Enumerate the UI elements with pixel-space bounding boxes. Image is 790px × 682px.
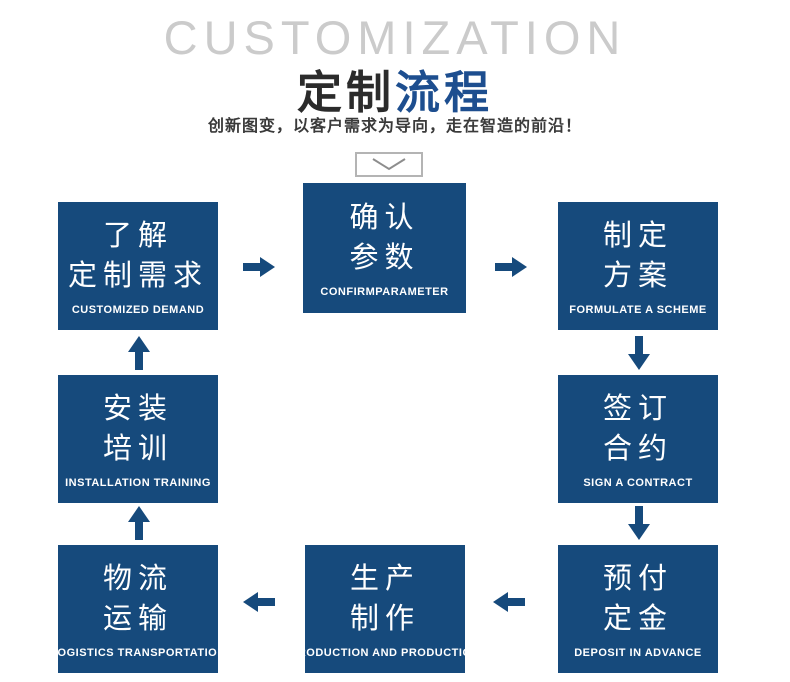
step-title-zh: 预付 定金 (603, 559, 673, 639)
step-subtitle-en: SIGN A CONTRACT (583, 477, 693, 489)
step-zh-line2: 培训 (102, 433, 173, 465)
step-zh-line1: 制定 (602, 220, 673, 252)
chevron-down-indicator (355, 152, 423, 177)
step-subtitle-en: FORMULATE A SCHEME (569, 304, 707, 316)
step-zh-line2: 定制需求 (67, 260, 208, 292)
flow-step-sign-contract: 签订 合约 SIGN A CONTRACT (558, 375, 718, 503)
step-subtitle-en: CUSTOMIZED DEMAND (71, 304, 205, 316)
page-title: 定制流程 (0, 56, 790, 121)
step-title-zh: 签订 合约 (603, 389, 673, 469)
step-title-zh: 了解 定制需求 (68, 216, 208, 296)
step-zh-line2: 制作 (349, 603, 420, 635)
step-title-zh: 生产 制作 (350, 559, 420, 639)
flow-step-production: 生产 制作 PRODUCTION AND PRODUCTION (290, 545, 479, 673)
page-title-dark-part: 定制 (296, 67, 395, 118)
flow-step-confirm-parameter: 确认 参数 CONFIRMPARAMETER (303, 183, 466, 313)
step-zh-line2: 方案 (602, 260, 673, 292)
step-zh-line1: 确认 (349, 202, 420, 234)
background-watermark-text: CUSTOMIZATION (163, 11, 627, 64)
step-title-zh: 确认 参数 (349, 198, 419, 278)
step-subtitle-en: CONFIRMPARAMETER (320, 286, 449, 298)
flow-step-installation-training: 安装 培训 INSTALLATION TRAINING (58, 375, 218, 503)
step-title-zh: 制定 方案 (603, 216, 673, 296)
arrow-up-icon (128, 336, 150, 370)
step-title-zh: 物流 运输 (103, 559, 173, 639)
flow-step-logistics-transportation: 物流 运输 LOGISTICS TRANSPORTATION (50, 545, 225, 673)
step-zh-line1: 物流 (102, 563, 173, 595)
step-subtitle-en: DEPOSIT IN ADVANCE (574, 647, 702, 659)
arrow-down-icon (628, 506, 650, 540)
arrow-up-icon (128, 506, 150, 540)
arrow-right-icon (495, 257, 527, 277)
step-title-zh: 安装 培训 (103, 389, 173, 469)
step-zh-line2: 定金 (602, 603, 673, 635)
page-subtitle: 创新图变，以客户需求为导向，走在智造的前沿！ (207, 118, 582, 135)
arrow-left-icon (243, 592, 275, 612)
flow-step-deposit-in-advance: 预付 定金 DEPOSIT IN ADVANCE (558, 545, 718, 673)
arrow-left-icon (493, 592, 525, 612)
step-zh-line1: 签订 (602, 393, 673, 425)
flow-step-formulate-scheme: 制定 方案 FORMULATE A SCHEME (558, 202, 718, 330)
step-zh-line1: 了解 (102, 220, 173, 252)
page-title-blue-part: 流程 (395, 67, 494, 118)
arrow-right-icon (243, 257, 275, 277)
step-zh-line2: 运输 (102, 603, 173, 635)
step-zh-line1: 预付 (602, 563, 673, 595)
chevron-down-icon (372, 158, 406, 171)
arrow-down-icon (628, 336, 650, 370)
step-subtitle-en: LOGISTICS TRANSPORTATION (50, 647, 226, 659)
step-subtitle-en: INSTALLATION TRAINING (65, 477, 211, 489)
step-zh-line1: 安装 (102, 393, 173, 425)
step-zh-line2: 合约 (602, 433, 673, 465)
flow-step-customized-demand: 了解 定制需求 CUSTOMIZED DEMAND (58, 202, 218, 330)
step-zh-line1: 生产 (349, 563, 420, 595)
step-subtitle-en: PRODUCTION AND PRODUCTION (290, 647, 480, 659)
step-zh-line2: 参数 (349, 242, 420, 274)
